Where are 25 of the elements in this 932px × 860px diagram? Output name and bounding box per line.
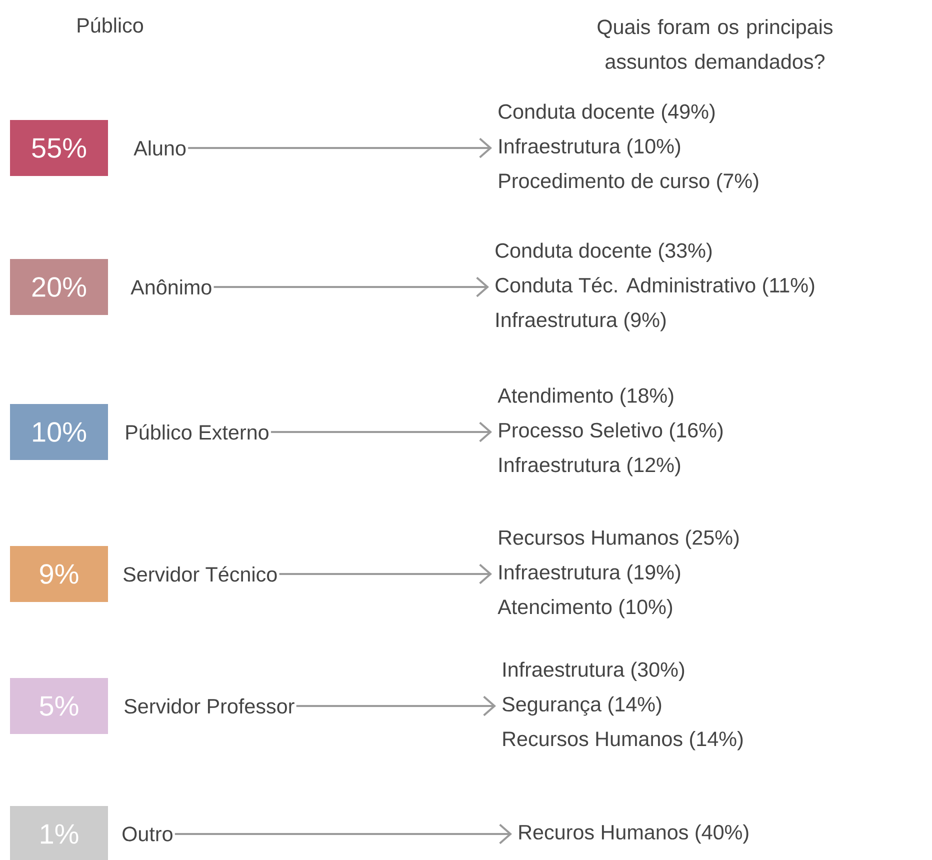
arrow [188, 138, 492, 158]
arrow [214, 276, 489, 298]
category-label: Outro [122, 826, 172, 842]
percentage-box: 20% [10, 259, 108, 315]
percentage-box: 10% [10, 404, 108, 460]
topic-list: Recuros Humanos (40%) [519, 824, 748, 844]
column-heading: Público [78, 17, 144, 33]
category-label: Servidor Professor [124, 698, 294, 714]
percentage-box: 55% [10, 120, 108, 176]
arrow [174, 824, 512, 844]
topic-list: Atendimento (18%) Processo Seletivo (16%) Infraestrutura (12%) [498, 388, 723, 476]
category-label: Servidor Técnico [124, 566, 277, 582]
topic-list: Recursos Humanos (25%) Infraestrutura (19%) Atencimento (10%) [498, 530, 739, 618]
topic-list: Infraestrutura (30%) Segurança (14%) Recursos Humanos (14%) [502, 662, 743, 750]
arrow [270, 422, 492, 442]
percentage-box: 9% [10, 546, 108, 602]
arrow [296, 696, 496, 716]
category-label: Aluno [134, 140, 186, 156]
topic-list: Conduta docente (33%) Conduta Téc. Administrativo (11%) Infraestrutura (9%) [496, 242, 814, 332]
arrow [279, 564, 492, 584]
column-heading: Quais foram os principais assuntos demandados? [598, 19, 832, 69]
topic-list: Conduta docente (49%) Infraestrutura (10%) Procedimento de curso (7%) [498, 104, 758, 192]
category-label: Público Externo [126, 424, 268, 440]
category-label: Anônimo [130, 279, 212, 295]
percentage-box: 5% [10, 678, 108, 734]
